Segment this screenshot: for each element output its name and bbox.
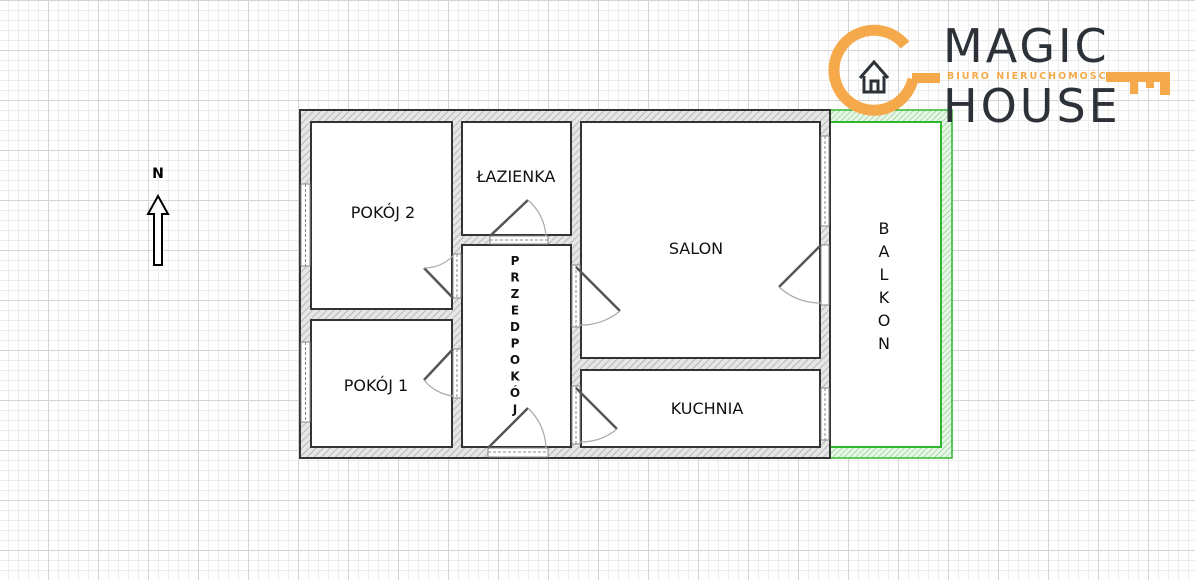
letter: Z bbox=[511, 287, 520, 301]
label-pokoj-2: POKÓJ 2 bbox=[351, 203, 415, 222]
logo-tagline: BIURO NIERUCHOMOŚCI bbox=[947, 70, 1113, 82]
room-pokoj-1 bbox=[310, 319, 453, 448]
logo-magic: MAGIC bbox=[943, 19, 1110, 73]
arrow-up-icon bbox=[146, 193, 170, 266]
label-salon: SALON bbox=[669, 239, 723, 258]
room-przedpokoj bbox=[461, 244, 572, 448]
room-pokoj-2 bbox=[310, 121, 453, 310]
letter: K bbox=[879, 288, 890, 307]
label-lazienka: ŁAZIENKA bbox=[476, 167, 556, 186]
letter: L bbox=[880, 265, 889, 284]
openings bbox=[300, 135, 830, 458]
north-arrow: N bbox=[146, 166, 170, 266]
label-kuchnia: KUCHNIA bbox=[671, 399, 744, 418]
letter: P bbox=[511, 337, 520, 351]
letter: E bbox=[511, 304, 519, 318]
letter: K bbox=[510, 370, 520, 384]
doors bbox=[423, 199, 822, 449]
letter: A bbox=[879, 242, 890, 261]
room-lazienka bbox=[461, 121, 572, 236]
letter: J bbox=[512, 403, 517, 417]
balcony bbox=[828, 109, 953, 459]
letter: B bbox=[879, 219, 890, 238]
room-salon bbox=[580, 121, 821, 359]
letter: Ó bbox=[510, 385, 520, 400]
walls bbox=[299, 109, 831, 459]
logo: MAGIC BIURO NIERUCHOMOŚCI HOUSE bbox=[828, 19, 1170, 133]
label-pokoj-1: POKÓJ 1 bbox=[344, 376, 408, 395]
home-icon bbox=[858, 59, 890, 94]
room-kuchnia bbox=[580, 369, 821, 448]
letter: D bbox=[510, 320, 520, 334]
letter: O bbox=[878, 311, 891, 330]
north-label: N bbox=[152, 166, 164, 182]
letter: R bbox=[510, 271, 519, 285]
letter: P bbox=[511, 254, 520, 268]
letter: N bbox=[878, 334, 890, 353]
logo-house: HOUSE bbox=[943, 79, 1121, 133]
letter: O bbox=[510, 353, 520, 367]
